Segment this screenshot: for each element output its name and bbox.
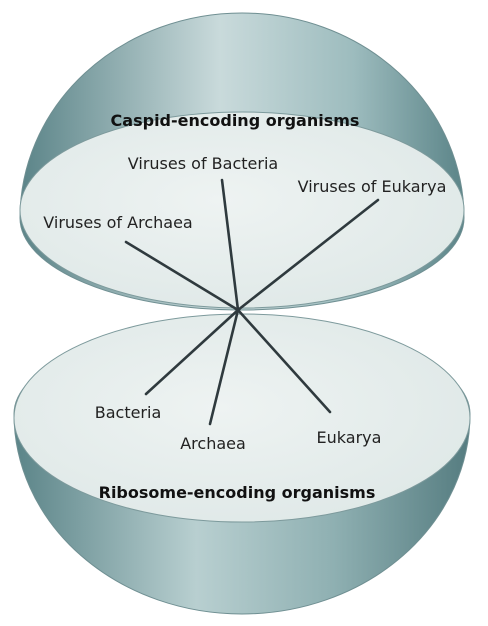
branch-viruses-bacteria xyxy=(220,178,240,312)
branch-archaea xyxy=(208,308,240,426)
label-bacteria: Bacteria xyxy=(95,403,162,422)
label-viruses-of-eukarya: Viruses of Eukarya xyxy=(298,177,447,196)
bottom-hemisphere xyxy=(13,313,471,615)
top-hemisphere xyxy=(19,12,465,311)
branch-bacteria xyxy=(144,308,240,396)
label-eukarya: Eukarya xyxy=(317,428,382,447)
branch-lines xyxy=(124,178,380,426)
branch-eukarya xyxy=(236,308,332,414)
branch-viruses-archaea xyxy=(124,240,240,312)
label-viruses-of-archaea: Viruses of Archaea xyxy=(43,213,192,232)
branch-viruses-eukarya xyxy=(236,198,380,312)
top-hemisphere-face xyxy=(19,111,465,309)
label-viruses-of-bacteria: Viruses of Bacteria xyxy=(128,154,278,173)
bottom-hemisphere-title: Ribosome-encoding organisms xyxy=(99,483,376,502)
label-archaea: Archaea xyxy=(180,434,246,453)
top-hemisphere-title: Caspid-encoding organisms xyxy=(111,111,360,130)
